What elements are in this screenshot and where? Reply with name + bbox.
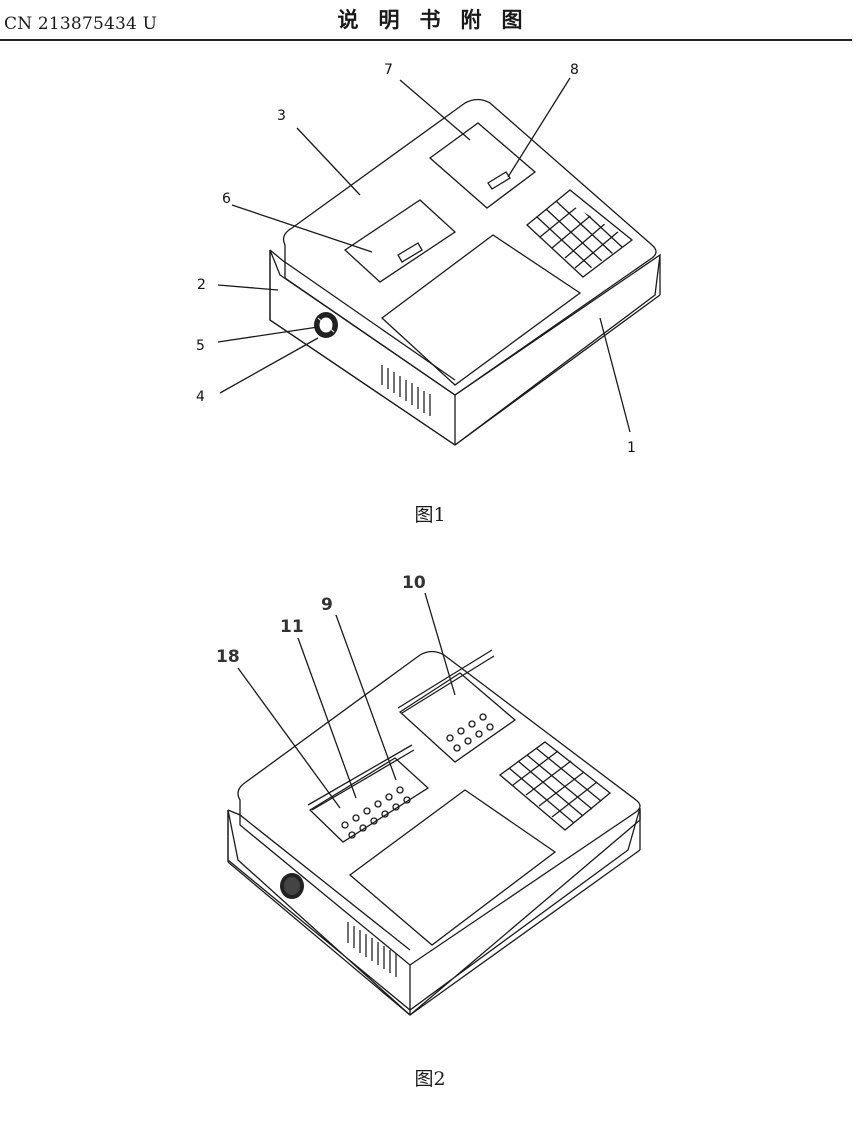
device2-front-face: [227, 807, 641, 1016]
well-left: [308, 757, 430, 843]
tube-row-left: [341, 786, 411, 839]
lid-handle-6: [397, 242, 423, 263]
heating-pad-2: [348, 789, 557, 946]
figure-1-caption: 图1: [414, 504, 446, 526]
device2-seam: [227, 809, 411, 951]
keypad: [526, 189, 634, 278]
label-10: 10: [402, 573, 426, 593]
lid-right-open: [397, 649, 493, 709]
label-8: 8: [570, 62, 579, 78]
keypad-2-grid: [508, 747, 602, 824]
label-4: 4: [196, 389, 205, 405]
figure-2: 18 11 9 10: [0, 560, 860, 1050]
well-right: [398, 672, 517, 763]
label-1: 1: [627, 440, 636, 456]
knob-5: [314, 312, 338, 338]
lid-right-open-edge: [401, 655, 495, 714]
keypad-2: [498, 741, 612, 831]
knob-2: [280, 873, 304, 899]
label-3: 3: [277, 108, 286, 124]
figure-1-leaders: [217, 77, 631, 433]
figure-2-caption: 图2: [414, 1068, 446, 1090]
publication-number: CN 213875434 U: [4, 14, 158, 34]
lid-left-open-edge: [311, 749, 415, 811]
bottom-right-edge: [454, 294, 661, 446]
device2-bottom-left: [227, 861, 411, 1016]
device2-top-face: [237, 650, 641, 966]
header-divider: [0, 39, 852, 41]
tube-row-right: [446, 713, 494, 752]
figure-2-leaders: [237, 592, 456, 809]
device-front-face: [269, 249, 661, 446]
figure-2-drawing: 18 11 9 10: [216, 573, 641, 1016]
label-6: 6: [222, 191, 231, 207]
device-top-face: [282, 98, 657, 396]
label-2: 2: [197, 277, 206, 293]
heating-pad: [380, 234, 582, 386]
figure-1: 3 6 2 5 4 7 8 1: [0, 50, 860, 470]
lid-panel-7: [428, 122, 537, 209]
label-11: 11: [280, 617, 304, 637]
lid-left-open: [307, 744, 413, 806]
label-18: 18: [216, 647, 240, 667]
lid-panel-6: [343, 199, 457, 283]
device2-bottom-right: [409, 849, 641, 1016]
page-header: CN 213875434 U 说明书附图: [0, 0, 860, 41]
label-9: 9: [321, 595, 333, 615]
bottom-left-edge: [269, 319, 456, 446]
label-5: 5: [196, 338, 205, 354]
section-title: 说明书附图: [337, 8, 543, 32]
cover-seam: [269, 249, 456, 381]
vent-slots-2: [347, 922, 397, 977]
label-7: 7: [384, 62, 393, 78]
figure-1-drawing: 3 6 2 5 4 7 8 1: [196, 62, 661, 456]
lid-handle-8: [487, 171, 511, 190]
vent-slots: [381, 365, 431, 416]
